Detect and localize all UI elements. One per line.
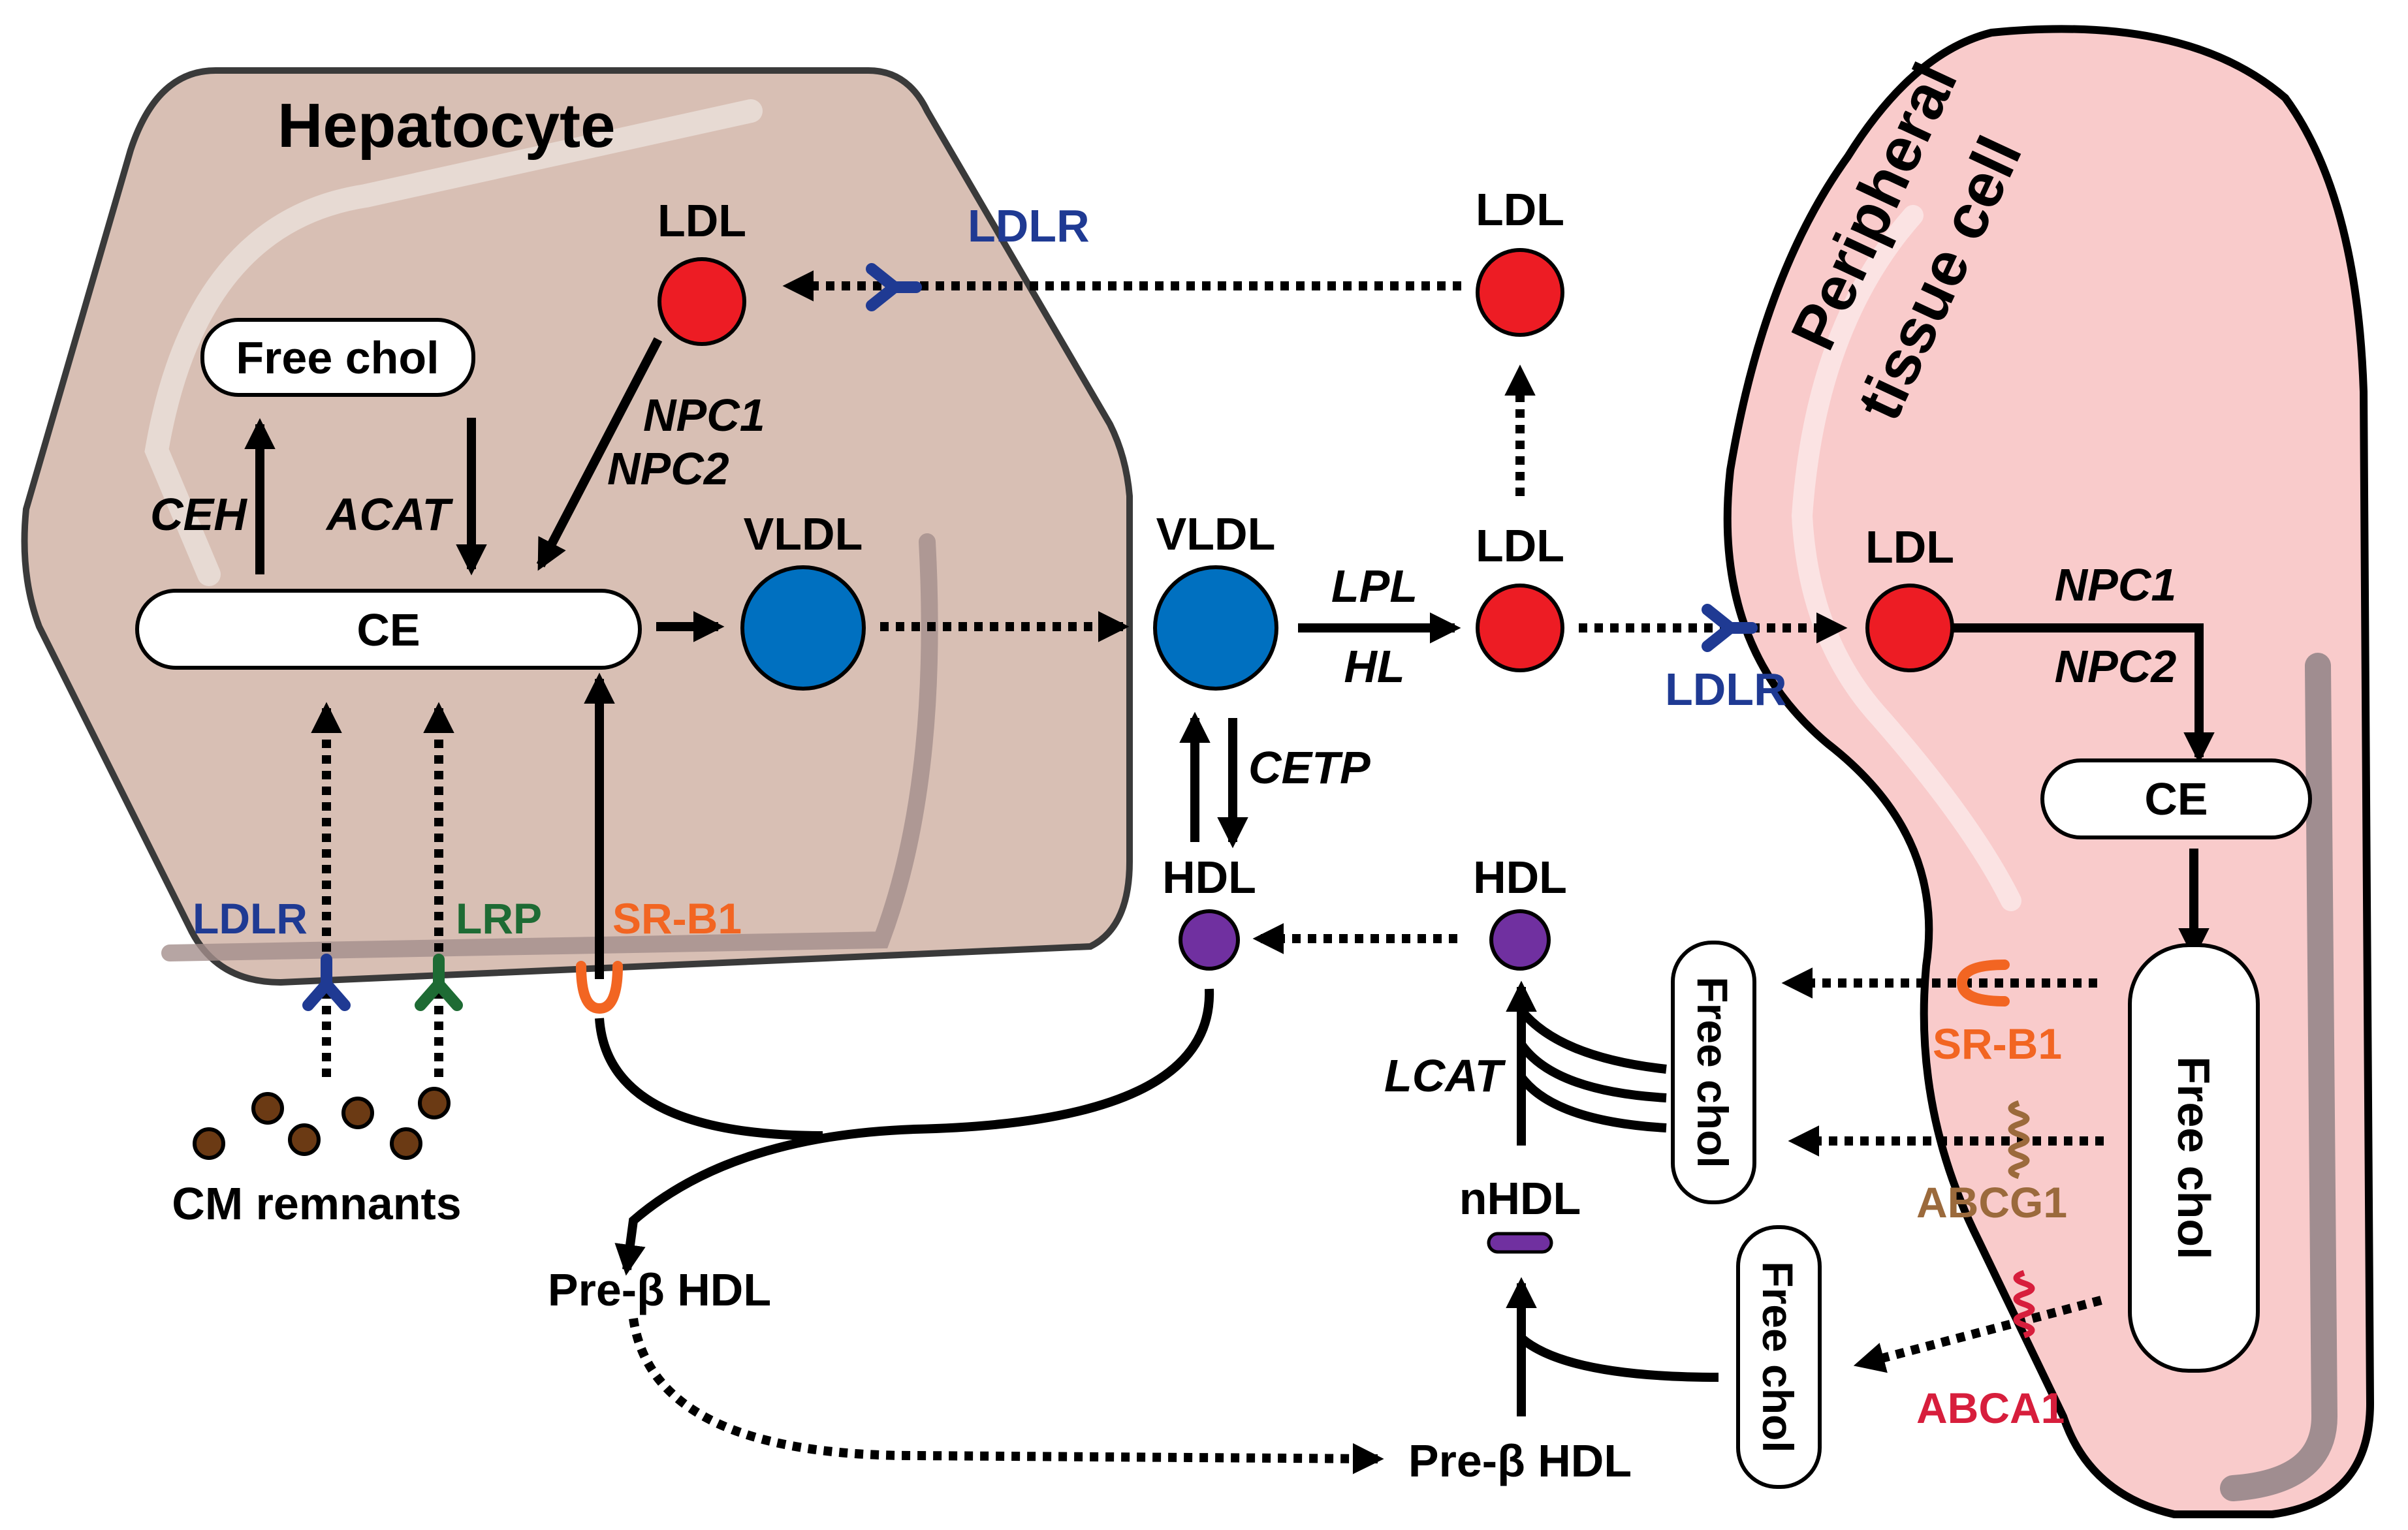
abcg1-transporter — [2008, 1100, 2030, 1179]
hepatocyte-title: Hepatocyte — [277, 91, 616, 161]
hdl-label-right: HDL — [1473, 852, 1567, 903]
pre-beta-hdl-label-right: Pre-β HDL — [1408, 1435, 1632, 1486]
lcat-label: LCAT — [1384, 1050, 1506, 1101]
cetp-label: CETP — [1248, 742, 1370, 793]
free-chol-to-nhdl-line — [1518, 1334, 1719, 1382]
vldl-label-plasma: VLDL — [1156, 508, 1276, 559]
ldlr-label-peripheral: LDLR — [1665, 664, 1787, 715]
ldl-label-top: LDL — [1476, 184, 1564, 235]
ldlr-label-hepatocyte: LDLR — [193, 894, 308, 943]
srb1-label-peripheral: SR-B1 — [1933, 1020, 2062, 1068]
acat-label: ACAT — [325, 489, 453, 540]
arrow-npc-ldl-to-ce — [536, 337, 663, 571]
srb1-label-hepatocyte: SR-B1 — [612, 894, 742, 943]
npc1-label-hepatocyte: NPC1 — [643, 390, 765, 441]
free-chol-box-hepatocyte — [200, 318, 475, 397]
srb1-receptor-peripheral — [1956, 960, 2010, 1007]
ce-label-hepatocyte: CE — [356, 604, 420, 655]
vldl-particle-hepatocyte — [740, 565, 866, 691]
lcat-line-3 — [1517, 1074, 1667, 1132]
hdl-particle-right — [1489, 909, 1551, 971]
arrow-pre-beta-transfer — [629, 1318, 1384, 1475]
ldlr-label-top: LDLR — [968, 200, 1090, 251]
pathway-arrows — [244, 270, 2215, 1475]
ce-box-peripheral — [2040, 758, 2312, 839]
cm-remnants-label: CM remnants — [172, 1178, 461, 1229]
free-chol-label-upper: Free chol — [1688, 976, 1737, 1168]
free-chol-box-upper — [1671, 941, 1756, 1204]
ldl-particle-hepatocyte — [657, 257, 746, 346]
free-chol-box-peripheral — [2128, 943, 2260, 1373]
nhdl-label: nHDL — [1459, 1173, 1581, 1224]
npc1-label-peripheral: NPC1 — [2055, 559, 2177, 610]
srb1-receptor-hepatocyte — [576, 961, 623, 1014]
ldlr-receptor-top — [866, 263, 922, 311]
arrow-abca1-efflux — [1853, 1296, 2102, 1373]
lcat-line-1 — [1517, 1007, 1667, 1074]
lrp-receptor — [415, 954, 463, 1011]
ldl-label-hepatocyte: LDL — [657, 195, 746, 246]
cm-remnant-particles — [193, 1087, 451, 1160]
ldl-label-mid: LDL — [1476, 520, 1564, 571]
pre-beta-hdl-label-left: Pre-β HDL — [548, 1264, 771, 1315]
ldl-label-peripheral: LDL — [1865, 522, 1954, 572]
free-chol-box-lower — [1736, 1225, 1822, 1489]
hl-label: HL — [1344, 641, 1404, 692]
ceh-label: CEH — [150, 489, 247, 540]
ldl-particle-peripheral — [1865, 584, 1954, 672]
abca1-transporter — [2013, 1270, 2035, 1339]
ce-label-peripheral: CE — [2144, 773, 2208, 824]
lrp-label: LRP — [456, 894, 542, 943]
vldl-label-hepatocyte: VLDL — [744, 508, 863, 559]
lcat-line-2 — [1517, 1041, 1667, 1102]
ldlr-receptor-hepatocyte — [302, 954, 351, 1011]
free-chol-label-lower: Free chol — [1754, 1261, 1802, 1452]
hdl-label-left: HDL — [1162, 852, 1256, 903]
npc2-label-peripheral: NPC2 — [2055, 641, 2177, 692]
free-chol-label-peripheral: Free chol — [2168, 1056, 2219, 1259]
ldl-particle-mid — [1476, 584, 1564, 672]
ce-box-hepatocyte — [135, 589, 642, 670]
srb1-to-pre-beta-line — [595, 1018, 823, 1140]
npc2-label-hepatocyte: NPC2 — [607, 443, 729, 494]
lpl-label: LPL — [1331, 561, 1418, 612]
arrow-npc-ldl-to-ce-peripheral — [1954, 623, 2215, 764]
hepatocyte-cell — [21, 67, 1133, 986]
nhdl-particle — [1487, 1232, 1553, 1254]
hdl-particle-left — [1179, 909, 1240, 971]
arrow-hdl-to-pre-beta — [614, 988, 1214, 1276]
ldl-particle-top — [1476, 248, 1564, 337]
ldlr-receptor-peripheral — [1702, 604, 1758, 652]
vldl-particle-plasma — [1153, 565, 1278, 691]
abca1-label: ABCA1 — [1916, 1384, 2065, 1432]
abcg1-label: ABCG1 — [1916, 1178, 2067, 1226]
free-chol-label-hepatocyte: Free chol — [236, 332, 439, 383]
